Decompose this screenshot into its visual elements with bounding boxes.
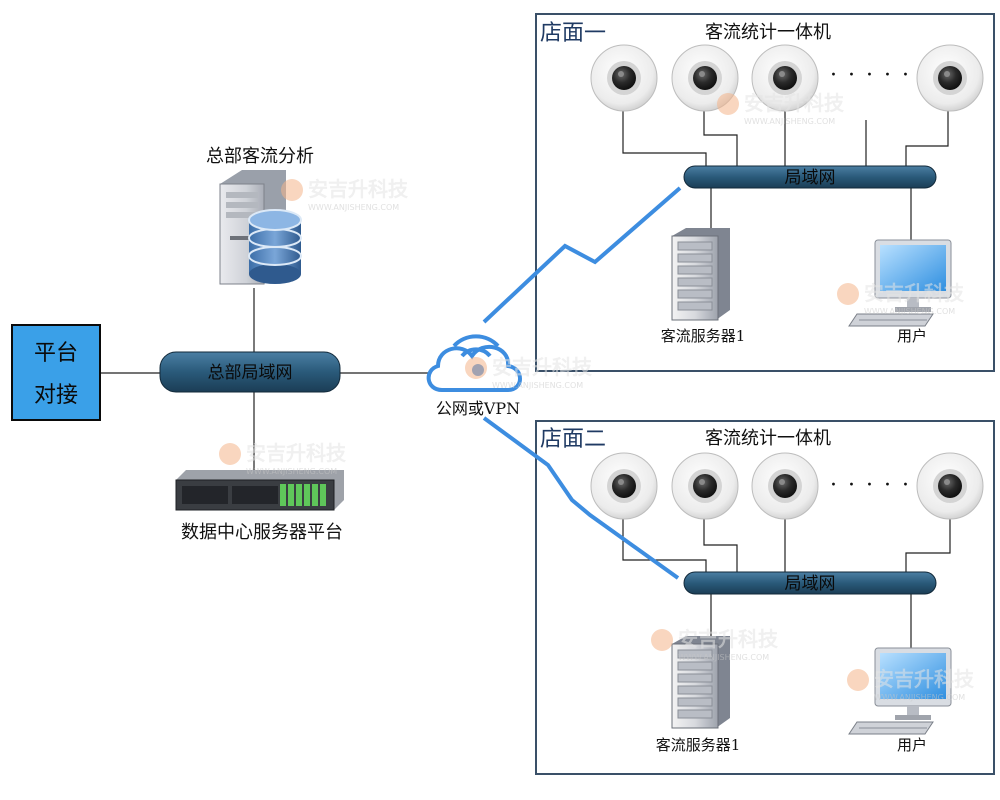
svg-text:安吉升科技: 安吉升科技	[744, 91, 845, 115]
svg-text:平台: 平台	[34, 341, 78, 366]
store-one-frame	[535, 13, 995, 372]
store-one-lan-bus: 局域网	[683, 165, 937, 189]
cloud-label: 公网或VPN	[436, 399, 520, 418]
svg-text:WWW.ANJISHENG.COM: WWW.ANJISHENG.COM	[246, 467, 337, 476]
store-one-camera-4	[916, 44, 984, 112]
database-icon	[248, 209, 302, 284]
store-two-server-icon	[671, 636, 730, 729]
store-two-user-computer-icon	[848, 647, 952, 735]
hq-analysis-label: 总部客流分析	[206, 146, 314, 167]
lightning-link-store-one	[482, 186, 682, 324]
store-two-lan-bus: 局域网	[683, 571, 937, 595]
store-two-counter-label: 客流统计一体机	[705, 428, 831, 449]
svg-text:安吉升科技: 安吉升科技	[874, 667, 975, 691]
store-one-wiring	[622, 110, 949, 240]
svg-text:对接: 对接	[34, 383, 78, 408]
store-two-camera-4	[916, 452, 984, 520]
svg-text:WWW.ANJISHENG.COM: WWW.ANJISHENG.COM	[744, 117, 835, 126]
store-two-frame	[535, 420, 995, 775]
store-two-user-label: 用户	[897, 736, 927, 754]
lightning-link-store-two	[482, 416, 680, 580]
watermark-logo: 安吉升科技 WWW.ANJISHENG.COM 安吉升科技 WWW.ANJISH…	[219, 91, 975, 702]
platform-integration-box: 平台 对接	[11, 324, 101, 421]
svg-text:WWW.ANJISHENG.COM: WWW.ANJISHENG.COM	[874, 693, 965, 702]
store-one-server-icon	[671, 228, 730, 321]
hq-lan-bus: 总部局域网	[159, 351, 341, 393]
hq-wiring	[100, 288, 430, 470]
datacenter-rack-server-icon	[175, 470, 344, 511]
store-one-user-computer-icon	[848, 239, 952, 327]
store-one-server-label: 客流服务器1	[661, 327, 746, 345]
store-two-ellipsis: · · · · ·	[830, 473, 911, 498]
svg-text:安吉升科技: 安吉升科技	[492, 355, 593, 379]
svg-text:WWW.ANJISHENG.COM: WWW.ANJISHENG.COM	[864, 307, 955, 316]
store-two-camera-3	[751, 452, 819, 520]
store-one-camera-1	[590, 44, 658, 112]
svg-text:局域网: 局域网	[785, 168, 836, 188]
svg-text:安吉升科技: 安吉升科技	[678, 627, 779, 651]
svg-text:安吉升科技: 安吉升科技	[246, 441, 347, 465]
svg-text:WWW.ANJISHENG.COM: WWW.ANJISHENG.COM	[492, 381, 583, 390]
store-two-server-label: 客流服务器1	[656, 736, 741, 754]
svg-text:总部局域网: 总部局域网	[208, 363, 293, 383]
store-two-camera-2	[671, 452, 739, 520]
store-one-counter-label: 客流统计一体机	[705, 22, 831, 43]
store-two-title: 店面二	[540, 427, 606, 452]
store-one-camera-3	[751, 44, 819, 112]
svg-text:WWW.ANJISHENG.COM: WWW.ANJISHENG.COM	[678, 653, 769, 662]
svg-text:局域网: 局域网	[785, 574, 836, 594]
svg-text:安吉升科技: 安吉升科技	[308, 177, 409, 201]
svg-text:WWW.ANJISHENG.COM: WWW.ANJISHENG.COM	[308, 203, 399, 212]
store-two-camera-1	[590, 452, 658, 520]
datacenter-label: 数据中心服务器平台	[181, 522, 343, 543]
store-one-user-label: 用户	[897, 327, 927, 345]
svg-text:安吉升科技: 安吉升科技	[864, 281, 965, 305]
store-one-title: 店面一	[540, 21, 606, 46]
store-one-camera-2	[671, 44, 739, 112]
store-one-ellipsis: · · · · ·	[830, 63, 911, 88]
